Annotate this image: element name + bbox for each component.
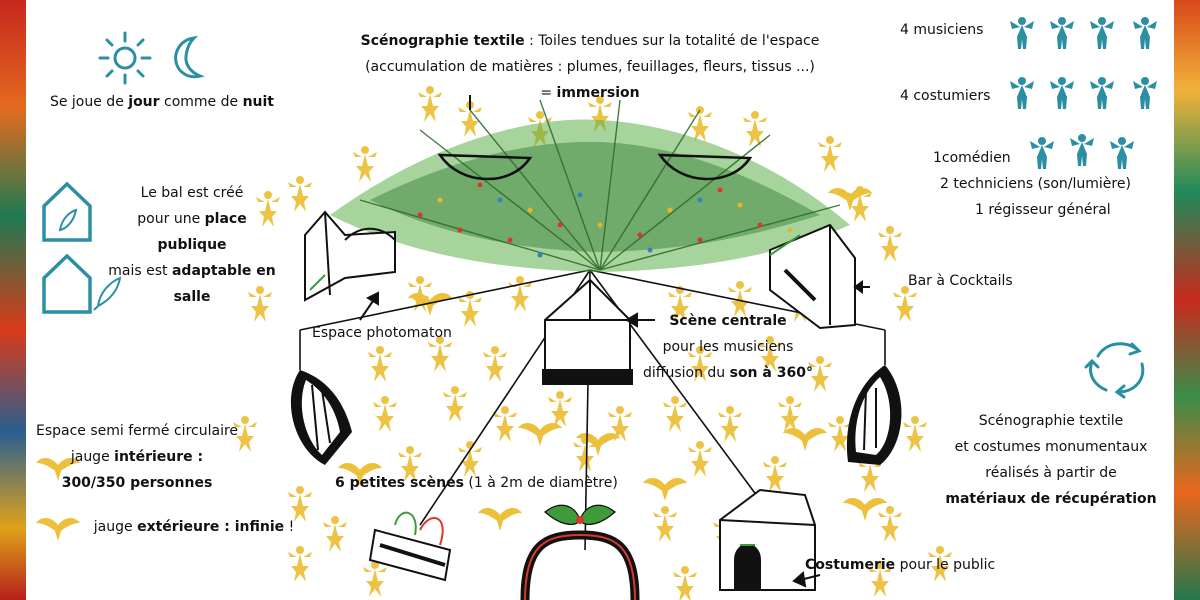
recycled-materials-note: Scénographie textile et costumes monumen…	[945, 413, 1157, 507]
left-semi-stage	[290, 370, 352, 465]
team-technicians: 2 techniciens (son/lumière)	[940, 176, 1131, 192]
photomaton-label: Espace photomaton	[312, 325, 452, 341]
team-manager: 1 régisseur général	[975, 202, 1111, 218]
bar-label: Bar à Cocktails	[908, 273, 1013, 289]
scenography-title: Scénographie textile : Toiles tendues su…	[360, 33, 820, 49]
feather-icon	[93, 276, 122, 311]
public-place-note: Le bal est créé pour une place publique …	[108, 185, 276, 305]
team-musicians: 4 musiciens	[900, 22, 984, 38]
central-stage-label: Scène centrale pour les musiciens diffus…	[643, 313, 813, 381]
bar-tent	[769, 223, 856, 330]
small-stage-basket	[368, 511, 452, 582]
outdoor-capacity-note: jauge extérieure : infinie !	[93, 519, 295, 535]
annotation-arrows	[359, 95, 870, 588]
left-edge-decoration	[0, 0, 26, 600]
team-costumers: 4 costumiers	[900, 88, 991, 104]
sun-icon	[98, 31, 152, 85]
right-edge-decoration	[1174, 0, 1200, 600]
floral-arch	[520, 504, 640, 600]
day-night-note: Se joue de jour comme de nuit	[49, 94, 275, 110]
scenography-immersion: = immersion	[540, 85, 640, 101]
house-icon	[42, 253, 92, 314]
moon-icon	[174, 35, 205, 79]
photomaton-tent	[304, 210, 396, 302]
house-icon	[42, 181, 92, 242]
team-actor: 1comédien	[933, 150, 1011, 166]
costumerie-label: Costumerie pour le public	[805, 557, 996, 573]
recycle-icon	[1084, 342, 1145, 399]
scenography-description: Scénographie textile : Toiles tendues su…	[310, 28, 870, 106]
capacity-note: Espace semi fermé circulaire jauge intér…	[35, 423, 239, 491]
central-stage	[542, 278, 633, 385]
small-stages-label: 6 petites scènes (1 à 2m de diamètre)	[335, 475, 618, 491]
costumerie-tent	[719, 488, 816, 591]
right-semi-stage	[846, 365, 902, 465]
textile-canopy	[330, 99, 850, 272]
scenography-materials: (accumulation de matières : plumes, feui…	[365, 59, 815, 75]
